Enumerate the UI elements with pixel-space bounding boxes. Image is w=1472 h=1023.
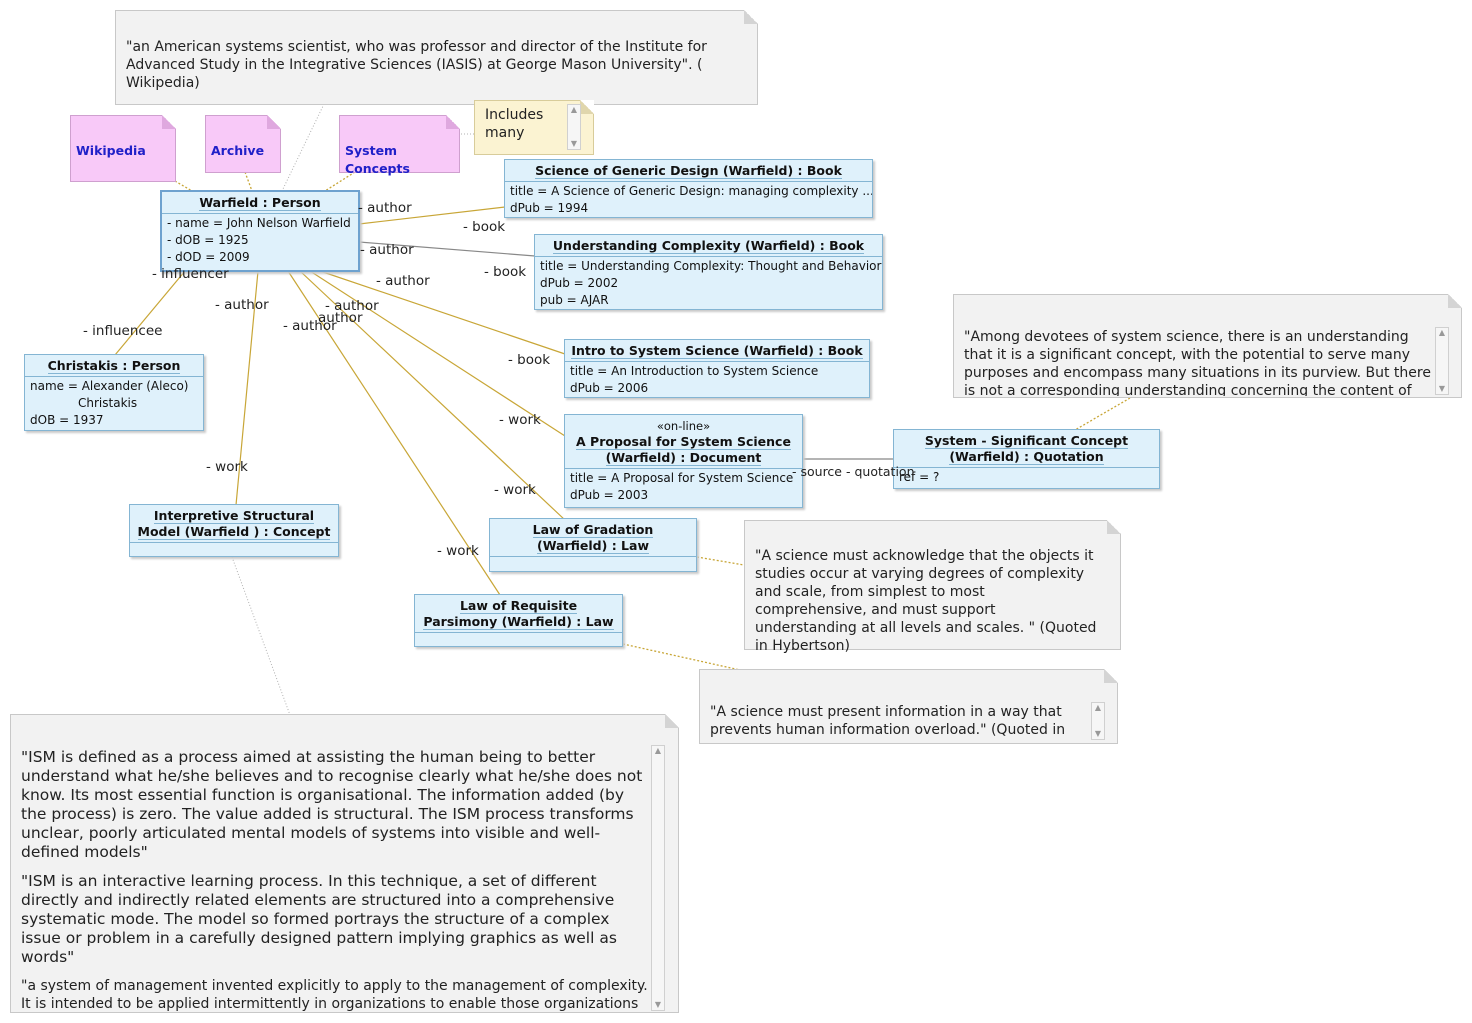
ism-paragraph-2: "ISM is an interactive learning process.… (21, 872, 617, 966)
anchor-gradation (696, 556, 745, 566)
role-label-book: - book (484, 264, 527, 280)
scroll-up-icon[interactable]: ▲ (1438, 328, 1446, 337)
link-warfield-gradation (299, 270, 566, 521)
system-concepts-link[interactable]: System Concepts (345, 143, 410, 176)
role-label-work: - work (437, 543, 479, 559)
anchor-systemconcepts (324, 171, 356, 192)
anchor-topquote (281, 103, 325, 192)
role-label-source: - source (792, 464, 842, 479)
note-system-concepts[interactable]: System Concepts (339, 115, 460, 176)
link-warfield-christakis (114, 270, 186, 356)
role-label-work: - work (499, 412, 541, 428)
role-label-work: - work (494, 482, 536, 498)
role-label-author: - author (215, 297, 269, 313)
link-warfield-ism (235, 270, 259, 506)
scroll-up-icon[interactable]: ▲ (570, 105, 578, 114)
ism-paragraph-3: "a system of management invented explici… (21, 978, 648, 1012)
role-label-book: - book (463, 219, 506, 235)
stereotype-label: «on-line» (656, 419, 711, 433)
significant-scrollbar[interactable]: ▲ ▼ (1435, 327, 1449, 395)
archive-link[interactable]: Archive (211, 143, 265, 158)
link-warfield-sgd (358, 206, 506, 225)
scroll-down-icon[interactable]: ▼ (654, 1000, 662, 1009)
role-label-work: - work (206, 459, 248, 475)
anchor-significant (1074, 397, 1131, 431)
role-label-quotation: - quotation (846, 464, 915, 479)
note-archive[interactable]: Archive (205, 115, 281, 173)
object-proposal-for-system-science[interactable]: «on-line» A Proposal for System Science … (564, 414, 803, 508)
role-label-author: - author (360, 242, 414, 258)
includes-scrollbar[interactable]: ▲ ▼ (567, 104, 581, 150)
scroll-up-icon[interactable]: ▲ (654, 746, 662, 755)
anchor-archive (244, 171, 253, 192)
link-warfield-proposal (309, 270, 566, 437)
role-label-author-plain: author (318, 310, 363, 326)
link-warfield-uc (358, 241, 536, 257)
note-wikipedia[interactable]: Wikipedia (70, 115, 176, 182)
object-understanding-complexity[interactable]: Understanding Complexity (Warfield) : Bo… (534, 234, 883, 310)
role-label-author: - author (283, 318, 337, 334)
role-label-influencee: - influencee (83, 323, 163, 339)
note-significant-quote: "Among devotees of system science, there… (953, 294, 1462, 398)
object-christakis[interactable]: Christakis : Person name = Alexander (Al… (24, 354, 204, 431)
role-label-author: - author (325, 298, 379, 314)
parsimony-scrollbar[interactable]: ▲ ▼ (1091, 702, 1105, 740)
note-ism-definition: "ISM is defined as a process aimed at as… (10, 714, 679, 1013)
scroll-down-icon[interactable]: ▼ (1094, 729, 1102, 738)
object-law-of-requisite-parsimony[interactable]: Law of Requisite Parsimony (Warfield) : … (414, 594, 623, 647)
anchor-ism (231, 556, 291, 716)
ism-scrollbar[interactable]: ▲ ▼ (651, 745, 665, 1011)
link-warfield-iss (319, 270, 566, 355)
object-science-of-generic-design[interactable]: Science of Generic Design (Warfield) : B… (504, 159, 873, 218)
scroll-up-icon[interactable]: ▲ (1094, 703, 1102, 712)
anchor-parsimony (622, 643, 741, 671)
anchor-wikipedia (174, 180, 193, 192)
note-top-quote: "an American systems scientist, who was … (115, 10, 758, 105)
scroll-down-icon[interactable]: ▼ (570, 139, 578, 148)
note-parsimony-quote: "A science must present information in a… (699, 669, 1118, 744)
object-significant-concept-quotation[interactable]: System - Significant Concept (Warfield) … (893, 429, 1160, 489)
role-label-author: - author (358, 200, 412, 216)
link-warfield-parsimony (287, 270, 501, 596)
scroll-down-icon[interactable]: ▼ (1438, 384, 1446, 393)
object-warfield[interactable]: Warfield : Person - name = John Nelson W… (160, 190, 360, 272)
wikipedia-link[interactable]: Wikipedia (76, 143, 146, 158)
ism-paragraph-1: "ISM is defined as a process aimed at as… (21, 748, 643, 861)
object-interpretive-structural-model[interactable]: Interpretive Structural Model (Warfield … (129, 504, 339, 557)
note-gradation-quote: "A science must acknowledge that the obj… (744, 520, 1121, 654)
role-label-book: - book (508, 352, 551, 368)
note-includes: Includes many papers ▲ ▼ (474, 100, 594, 155)
object-law-of-gradation[interactable]: Law of Gradation (Warfield) : Law (489, 518, 697, 572)
role-label-author: - author (376, 273, 430, 289)
object-intro-to-system-science[interactable]: Intro to System Science (Warfield) : Boo… (564, 339, 870, 398)
role-label-influencer: - influencer (152, 266, 229, 282)
